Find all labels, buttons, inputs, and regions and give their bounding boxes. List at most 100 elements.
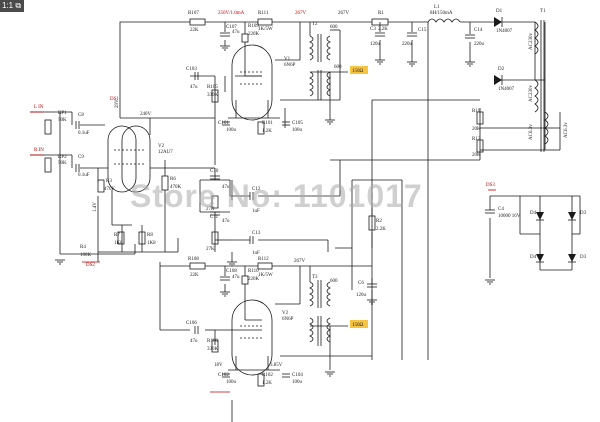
label-v1-type: 6N6P xyxy=(284,63,296,68)
label-c6: C6 xyxy=(358,281,364,286)
label-c101: C101 xyxy=(218,121,229,126)
label-ds3: DS3 xyxy=(486,183,495,188)
label-c101-value: 100u xyxy=(226,128,237,133)
label-ac-b: AC230v xyxy=(529,85,534,102)
label-v385: 3.85V xyxy=(270,363,283,368)
label-t3: T3 xyxy=(312,275,318,280)
copy-icon[interactable]: ⧉ xyxy=(15,1,22,10)
label-c104: C104 xyxy=(292,373,303,378)
label-r105: R105 xyxy=(207,85,218,90)
label-d1-value: 1N4007 xyxy=(496,29,513,34)
tag-150-ohm-bottom xyxy=(350,320,368,328)
label-r106: R106 xyxy=(207,339,218,344)
label-ac-c: AC6.3v xyxy=(529,124,534,140)
label-v240: 240V xyxy=(140,112,152,117)
label-v18: 18V xyxy=(214,363,223,368)
label-c13-value: 1uF xyxy=(252,251,260,256)
label-c107: C107 xyxy=(226,25,237,30)
capacitors xyxy=(75,32,495,378)
ground-symbols xyxy=(55,45,495,377)
label-v2: V2 xyxy=(158,144,165,149)
label-r3: R3 xyxy=(106,179,112,184)
label-t2-primary: 600 xyxy=(330,25,338,30)
label-c103: C103 xyxy=(186,67,197,72)
label-rp1: RP1 xyxy=(58,111,67,116)
label-r3-value: 470K xyxy=(104,187,116,192)
label-d2: D2 xyxy=(498,67,505,72)
label-v14: 1.4V xyxy=(93,202,98,212)
label-c107-value: 47u xyxy=(232,30,240,35)
label-v267c: 267V xyxy=(294,259,306,264)
label-c3: C3 xyxy=(370,27,376,32)
label-c13: C13 xyxy=(252,231,261,236)
label-r112: R112 xyxy=(258,257,269,262)
label-c14-value: 220u xyxy=(474,42,485,47)
label-ds1: DS1 xyxy=(110,97,119,102)
label-r7: R7 xyxy=(114,233,120,238)
label-v3: V2 xyxy=(282,311,289,316)
label-r6-value: 470K xyxy=(170,185,182,190)
resistors xyxy=(44,18,484,387)
label-c11-value: 47u xyxy=(222,219,230,224)
transformers xyxy=(309,20,549,346)
label-r102: R102 xyxy=(262,373,273,378)
label-d3a: D3 xyxy=(580,211,587,216)
label-c9: C9 xyxy=(78,155,84,160)
label-r2-value: 2.2K xyxy=(376,227,386,232)
label-r101-value: 1.2K xyxy=(262,129,272,134)
label-d2-value: 1N4007 xyxy=(498,87,515,92)
label-rp2-value: 50K xyxy=(58,161,67,166)
label-r4-value: 100K xyxy=(80,253,92,258)
label-ac-d: AC6.3v xyxy=(564,122,569,138)
tag-150-ohm-top xyxy=(350,66,368,74)
label-rp4: 27K xyxy=(206,247,215,252)
diodes xyxy=(494,17,576,263)
tubes xyxy=(107,44,273,376)
label-c14: C14 xyxy=(474,28,483,33)
label-rp3: 27K xyxy=(206,207,215,212)
label-c108-value: 47u xyxy=(232,275,240,280)
watermark: Store No: 1101017 xyxy=(130,178,423,214)
label-r-in: R IN xyxy=(34,148,44,153)
label-c102-value: 100u xyxy=(226,380,237,385)
label-c4-value: 10000 16V xyxy=(498,214,521,219)
label-r107-value: 22K xyxy=(190,28,199,33)
label-ac-a: AC230v xyxy=(529,33,534,50)
label-r108: R108 xyxy=(188,257,199,262)
label-t2-secondary: 600 xyxy=(334,65,342,70)
label-ohm-a: 150Ω xyxy=(352,69,364,74)
label-v1: V1 xyxy=(284,57,291,62)
label-v250: 250V/1.0mA xyxy=(218,11,245,16)
label-c8: C8 xyxy=(78,113,84,118)
label-c104-value: 100u xyxy=(292,380,303,385)
label-r105-value: 330K xyxy=(207,93,219,98)
label-c105: C105 xyxy=(292,121,303,126)
component-labels: R107 22K C107 47u R109 220K 250V/1.0mA R… xyxy=(34,5,587,386)
label-d4a: D4 xyxy=(530,211,537,216)
label-r109: R109 xyxy=(248,24,259,29)
label-c12-value: 1uF xyxy=(252,209,260,214)
label-r107: R107 xyxy=(188,11,199,16)
zoom-indicator[interactable]: 1:1 ⧉ xyxy=(0,0,24,12)
label-c105-value: 100u xyxy=(292,128,303,133)
label-l1: L1 xyxy=(434,5,440,10)
label-v29: 29V xyxy=(115,99,120,108)
label-v267a: 267V xyxy=(295,11,307,16)
label-c10: C10 xyxy=(210,169,219,174)
label-r12: R12 xyxy=(472,137,481,142)
label-r101: R101 xyxy=(262,121,273,126)
label-r1-value: 2.2K xyxy=(378,27,388,32)
label-l1-value: 8H/150mA xyxy=(430,11,453,16)
label-rp2: RP2 xyxy=(58,155,67,160)
label-c106-value: 47u xyxy=(190,339,198,344)
label-c11: C11 xyxy=(210,215,219,220)
inductor-l1 xyxy=(427,18,461,23)
label-ds2: DS2 xyxy=(86,263,95,268)
label-t2: T2 xyxy=(312,22,318,27)
label-c8-value: 0.1uF xyxy=(78,131,90,136)
label-c9-value: 0.1uF xyxy=(78,173,90,178)
label-rp1-value: 50K xyxy=(58,118,67,123)
label-r8-value: 1K8 xyxy=(147,241,156,246)
label-ohm-b: 150Ω xyxy=(352,323,364,328)
